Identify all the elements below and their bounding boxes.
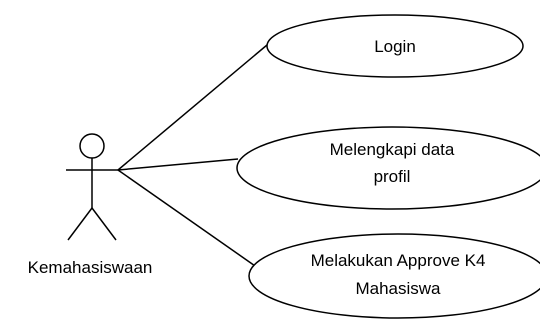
use-case-label-line-1: Melakukan Approve K4 [311,251,486,270]
use-case-label-line-2: profil [374,167,411,186]
use-case-ellipse[interactable] [248,233,540,319]
association-melengkapi-profil [117,158,239,171]
actor-right-leg [91,207,117,241]
actor-kemahasiswaan: Kemahasiswaan [28,133,153,277]
use-case-label-line-2: Mahasiswa [355,279,441,298]
stick-figure-actor-icon [66,133,118,241]
use-case-ellipse[interactable] [236,126,540,210]
use-case-melakukan-approve-k4[interactable]: Melakukan Approve K4 Mahasiswa [248,233,540,319]
use-case-label: Login [374,37,416,56]
use-case-label-line-1: Melengkapi data [330,140,455,159]
actor-label: Kemahasiswaan [28,258,153,277]
actor-left-leg [67,207,93,241]
association-approve-k4 [117,169,269,276]
actor-head [79,133,105,159]
use-case-ellipse[interactable] [266,14,524,78]
association-login [117,44,268,171]
use-case-melengkapi-data-profil[interactable]: Melengkapi data profil [236,126,540,210]
use-case-login[interactable]: Login [266,14,524,78]
